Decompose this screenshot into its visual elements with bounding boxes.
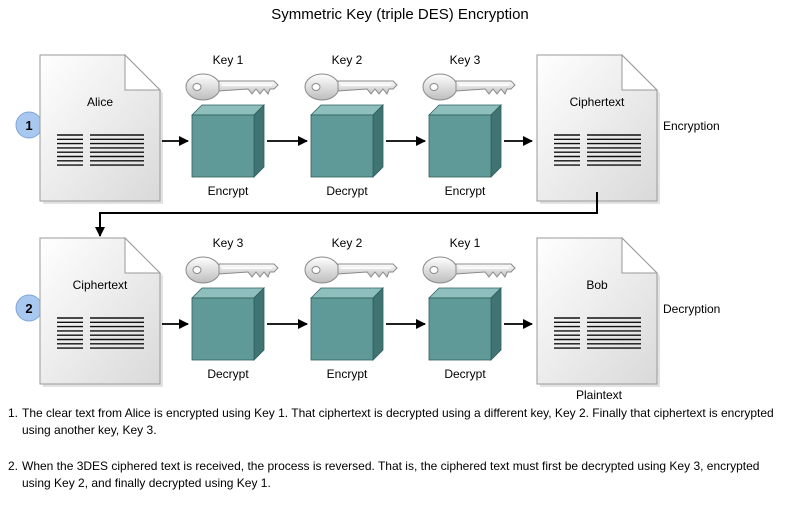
operation-label: Encrypt [327,367,368,381]
document-label: Ciphertext [570,95,625,109]
cipher-block [191,104,265,178]
key-icon [304,73,398,101]
document-label: Alice [87,95,113,109]
key-icon [304,256,398,284]
row-label: Decryption [663,302,720,316]
key-icon [185,256,279,284]
step-number: 1 [25,118,32,133]
note-number: 1. [8,406,19,420]
document-label: Ciphertext [73,278,128,292]
operation-label: Encrypt [445,184,486,198]
key-label: Key 1 [450,236,481,250]
note-1: 1. The clear text from Alice is encrypte… [8,405,788,439]
key-icon [422,256,516,284]
cipher-block [428,104,502,178]
flow-row-2: 2 Ciphertext Key 3 Decrypt Key 2 Encrypt Key 1… [15,236,720,400]
note-text: When the 3DES ciphered text is received,… [22,459,760,490]
operation-label: Decrypt [207,367,249,381]
key-icon [185,73,279,101]
target-caption: Plaintext [576,388,623,400]
note-2: 2. When the 3DES ciphered text is receiv… [8,458,788,492]
transfer-connector [95,192,598,237]
key-icon [422,73,516,101]
explanation-notes: 1. The clear text from Alice is encrypte… [8,405,788,511]
key-label: Key 2 [332,236,363,250]
note-text: The clear text from Alice is encrypted u… [22,406,774,437]
document-label: Bob [586,278,608,292]
operation-label: Encrypt [208,184,249,198]
key-label: Key 3 [213,236,244,250]
target-document: Ciphertext [536,53,660,204]
key-label: Key 3 [450,53,481,67]
source-document: Alice [39,53,163,204]
step-number: 2 [25,301,32,316]
source-document: Ciphertext [39,236,163,387]
cipher-block [310,287,384,361]
key-label: Key 1 [213,53,244,67]
cipher-block [428,287,502,361]
flow-row-1: 1 Alice Key 1 Encrypt Key 2 Decrypt Key 3 Encry… [15,53,720,204]
diagram-title: Symmetric Key (triple DES) Encryption [271,6,529,23]
row-label: Encryption [663,119,720,133]
target-document: Bob [536,236,660,387]
cipher-block [191,287,265,361]
note-number: 2. [8,459,19,473]
key-label: Key 2 [332,53,363,67]
operation-label: Decrypt [326,184,368,198]
operation-label: Decrypt [444,367,486,381]
cipher-block [310,104,384,178]
